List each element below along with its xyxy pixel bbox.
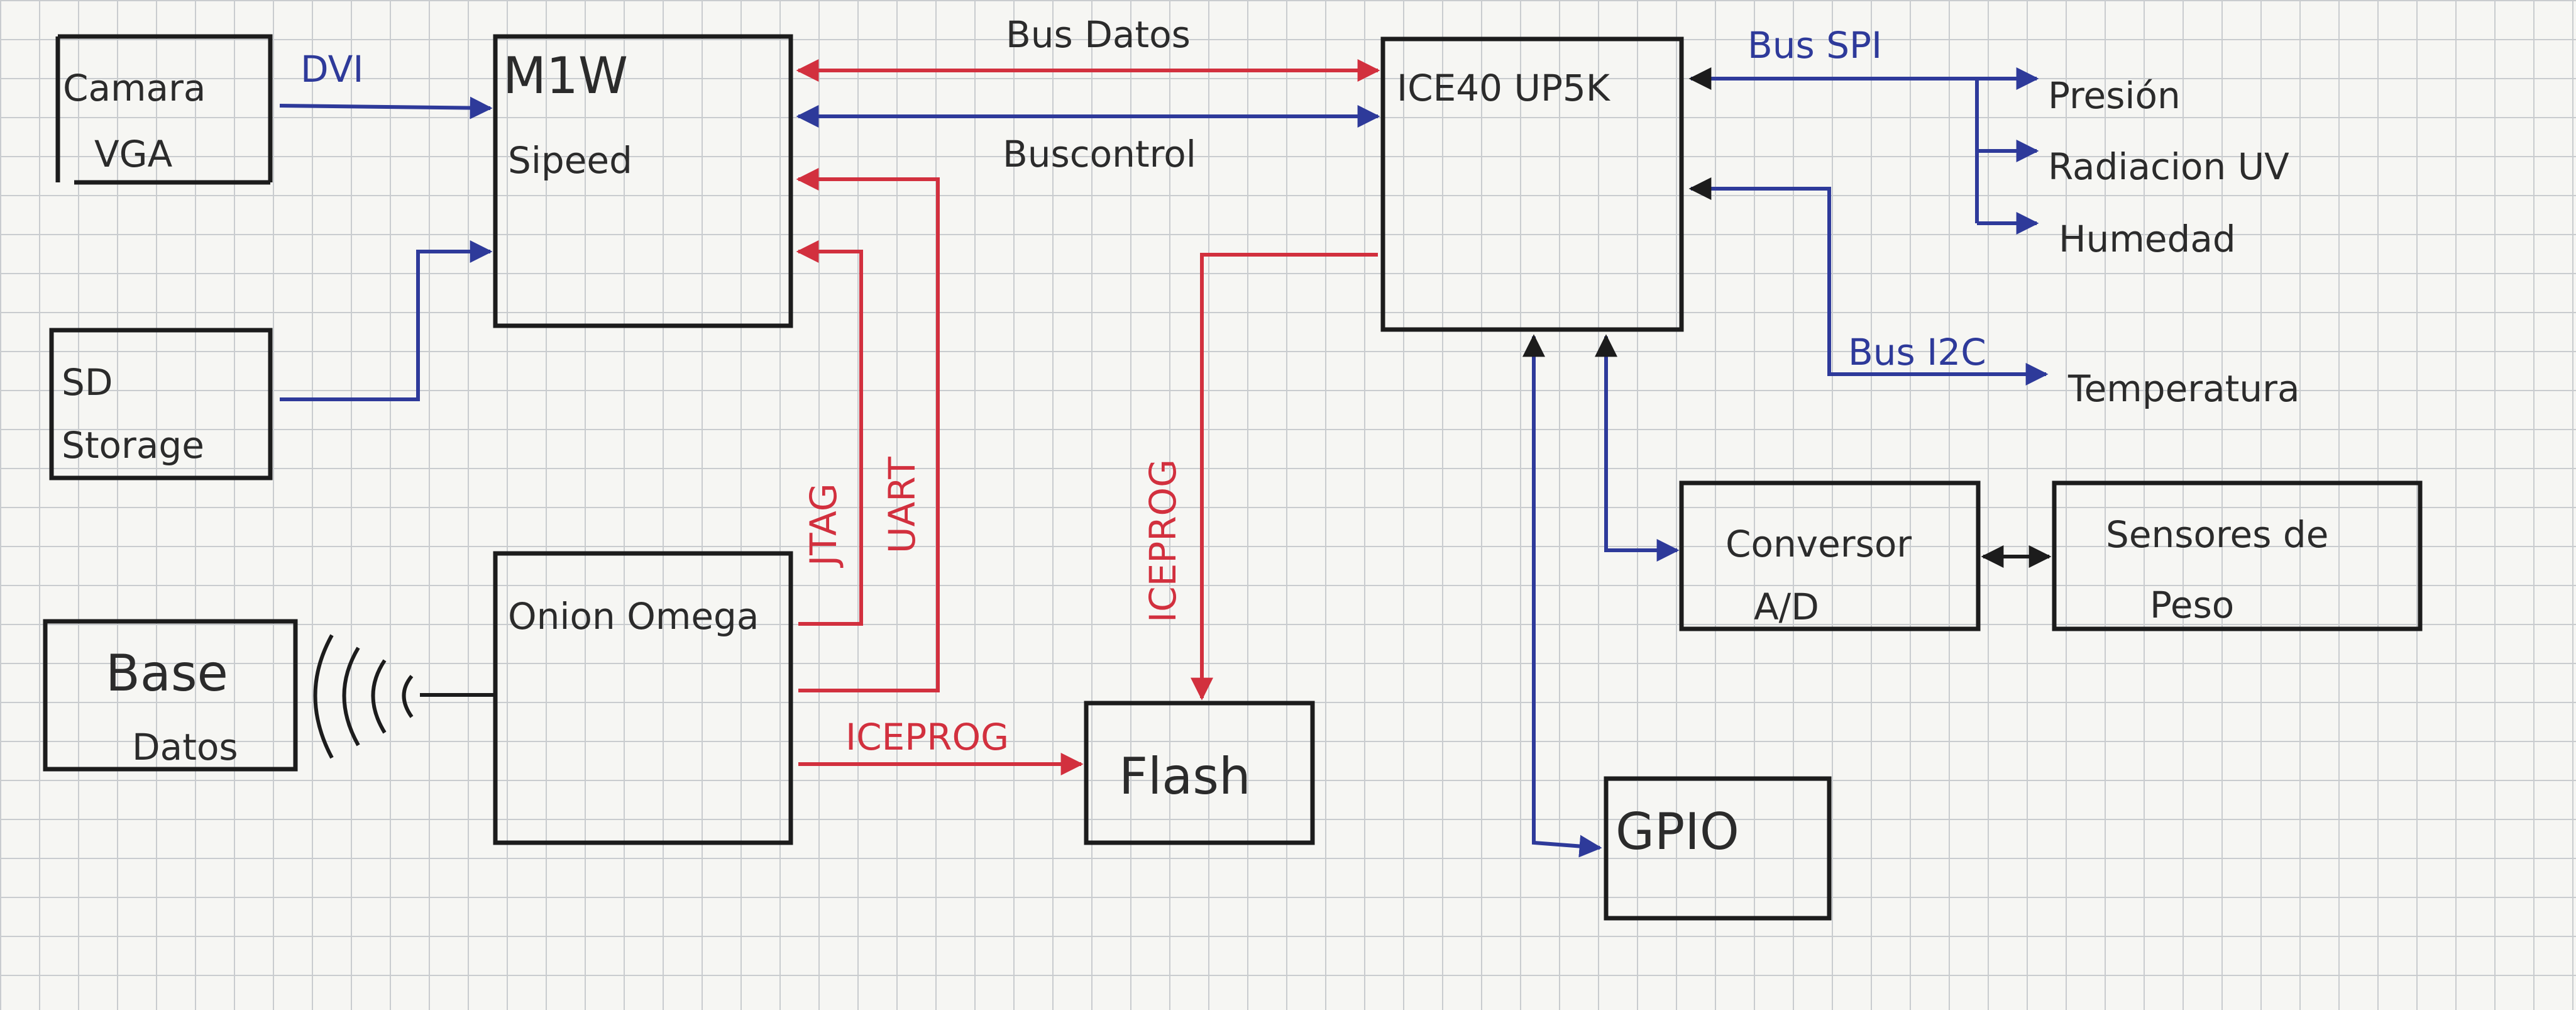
bus-control-link: Buscontrol xyxy=(796,105,1380,175)
ice40-label: ICE40 UP5K xyxy=(1397,67,1611,109)
wireless-link xyxy=(313,634,495,759)
camera-block: Camara VGA xyxy=(55,34,273,185)
sensor-temperatura: Temperatura xyxy=(2067,367,2300,410)
sensor-humedad: Humedad xyxy=(2059,218,2236,260)
base-datos-label-2: Datos xyxy=(132,726,238,769)
base-datos-block: Base Datos xyxy=(43,619,298,772)
uart-link: UART xyxy=(796,168,940,692)
adc-label-2: A/D xyxy=(1754,585,1819,628)
bus-control-label: Buscontrol xyxy=(1003,133,1196,175)
sd-label-1: SD xyxy=(62,361,113,404)
jtag-link: JTAG xyxy=(796,240,863,626)
iceprog-onion-flash-link: ICEPROG xyxy=(798,716,1084,775)
sd-storage-block: SD Storage xyxy=(49,328,273,480)
m1w-label-1: M1W xyxy=(503,47,628,105)
onion-label: Onion Omega xyxy=(508,595,759,638)
iceprog-horizontal-label: ICEPROG xyxy=(845,716,1009,758)
sensores-label-1: Sensores de xyxy=(2106,513,2328,556)
iceprog-ice40-flash-link: ICEPROG xyxy=(1142,253,1378,701)
adc-block: Conversor A/D xyxy=(1679,480,1981,631)
camera-label-1: Camara xyxy=(63,67,206,109)
adc-label-1: Conversor xyxy=(1726,523,1912,565)
camera-label-2: VGA xyxy=(94,133,173,175)
base-datos-label-1: Base xyxy=(106,644,228,702)
ice40-block: ICE40 UP5K xyxy=(1380,36,1684,332)
uart-label: UART xyxy=(881,457,923,553)
bus-spi-link: Bus SPI xyxy=(1688,24,2039,235)
bus-i2c-link: Bus I2C xyxy=(1688,177,2049,386)
iceprog-vertical-label: ICEPROG xyxy=(1142,459,1184,623)
bus-i2c-label: Bus I2C xyxy=(1848,331,1986,374)
m1w-label-2: Sipeed xyxy=(508,139,632,182)
onion-omega-block: Onion Omega xyxy=(493,551,793,845)
sensores-peso-block: Sensores de Peso xyxy=(2052,480,2423,631)
bus-datos-label: Bus Datos xyxy=(1006,13,1191,56)
flash-label: Flash xyxy=(1119,747,1251,806)
jtag-label: JTAG xyxy=(802,483,845,568)
sensor-radiacion-uv: Radiacion UV xyxy=(2048,145,2289,188)
sensor-presion: Presión xyxy=(2048,74,2181,117)
sd-to-m1w-wire xyxy=(280,240,493,401)
gpio-label: GPIO xyxy=(1616,802,1739,861)
gpio-block: GPIO xyxy=(1604,776,1832,921)
m1w-block: M1W Sipeed xyxy=(493,34,793,328)
dvi-label: DVI xyxy=(300,48,363,91)
flash-block: Flash xyxy=(1084,701,1315,845)
sensores-label-2: Peso xyxy=(2150,584,2234,626)
bus-spi-label: Bus SPI xyxy=(1748,24,1882,67)
ice40-gpio-wire xyxy=(1522,334,1602,858)
bus-datos-link: Bus Datos xyxy=(796,13,1380,82)
sd-label-2: Storage xyxy=(62,424,204,467)
dvi-link: DVI xyxy=(279,48,493,119)
ice40-adc-wire xyxy=(1595,334,1680,562)
